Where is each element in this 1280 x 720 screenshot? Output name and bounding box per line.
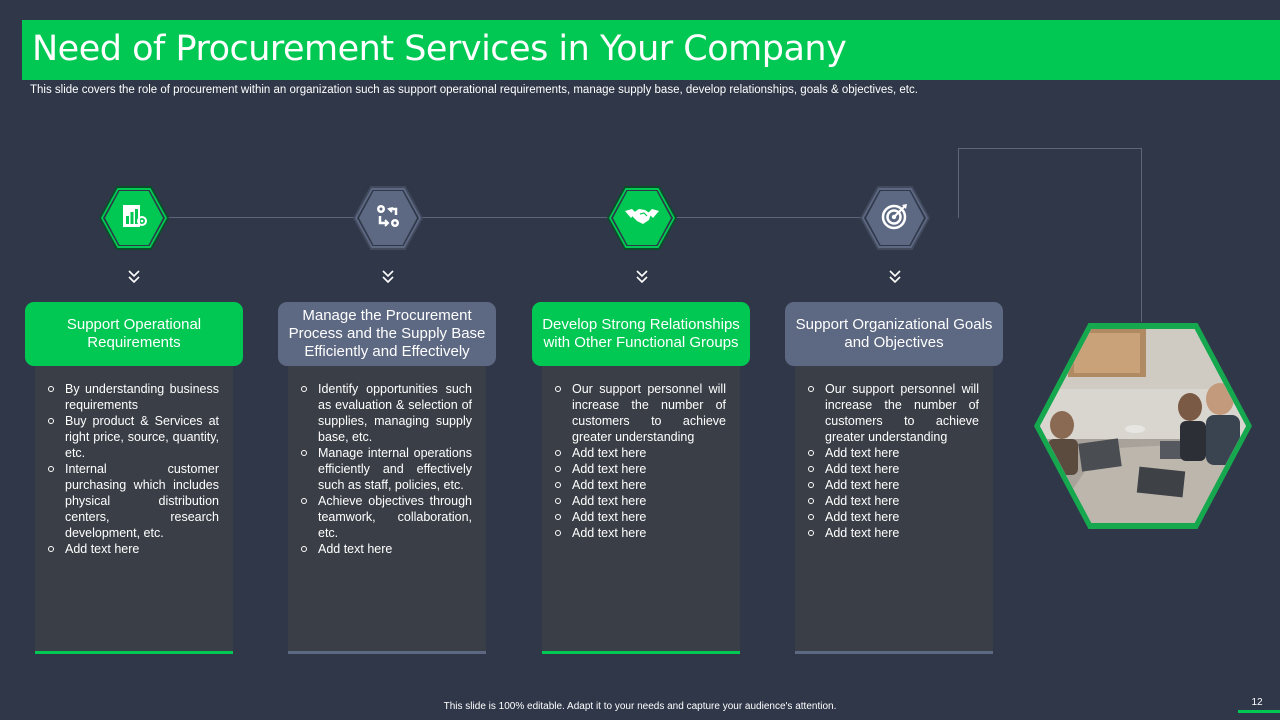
list-item: Add text here [807,509,979,525]
card-heading-1: Support Operational Requirements [25,302,243,366]
team-meeting-photo [1040,329,1246,523]
card-body-1: By understanding business requirements B… [35,366,233,654]
list-item: Add text here [807,477,979,493]
connector-line-riser [958,148,959,218]
connector-line-drop [1141,148,1142,322]
list-item: Add text here [554,461,726,477]
list-item: Add text here [807,493,979,509]
bullet-list: Identify opportunities such as evaluatio… [300,381,472,557]
bullet-list: Our support personnel will increase the … [554,381,726,541]
list-item: Identify opportunities such as evaluatio… [300,381,472,445]
page-number: 12 [1251,697,1263,708]
list-item: Add text here [300,541,472,557]
card-heading-2: Manage the Procurement Process and the S… [278,302,496,366]
chevron-down-icon [636,270,648,284]
list-item: Internal customer purchasing which inclu… [47,461,219,541]
bullet-list: By understanding business requirements B… [47,381,219,557]
process-arrows-gears-icon [373,201,403,236]
chevron-down-icon [128,270,140,284]
card-body-3: Our support personnel will increase the … [542,366,740,654]
list-item: Our support personnel will increase the … [554,381,726,445]
card-body-4: Our support personnel will increase the … [795,366,993,654]
connector-line [168,217,928,218]
list-item: Manage internal operations efficiently a… [300,445,472,493]
list-item: By understanding business requirements [47,381,219,413]
footer-note: This slide is 100% editable. Adapt it to… [443,701,837,712]
handshake-icon [624,204,660,233]
chevron-down-icon [382,270,394,284]
list-item: Our support personnel will increase the … [807,381,979,445]
title-bar: Need of Procurement Services in Your Com… [22,20,1280,80]
list-item: Add text here [554,525,726,541]
hex-icon-badge-3 [607,186,677,250]
list-item: Add text here [807,525,979,541]
list-item: Buy product & Services at right price, s… [47,413,219,461]
list-item: Add text here [807,461,979,477]
list-item: Add text here [554,477,726,493]
list-item: Add text here [807,445,979,461]
list-item: Add text here [554,493,726,509]
target-icon [880,201,910,236]
list-item: Add text here [554,509,726,525]
card-body-2: Identify opportunities such as evaluatio… [288,366,486,654]
connector-line-top [958,148,1142,149]
hex-icon-badge-1 [99,186,169,250]
hex-icon-badge-4 [860,186,930,250]
slide-subtitle: This slide covers the role of procuremen… [30,84,918,96]
slide-title: Need of Procurement Services in Your Com… [32,29,847,69]
page-number-underline [1238,710,1280,713]
list-item: Add text here [554,445,726,461]
card-heading-4: Support Organizational Goals and Objecti… [785,302,1003,366]
card-heading-3: Develop Strong Relationships with Other … [532,302,750,366]
chevron-down-icon [889,270,901,284]
bullet-list: Our support personnel will increase the … [807,381,979,541]
report-chart-icon [120,202,148,235]
list-item: Achieve objectives through teamwork, col… [300,493,472,541]
hex-icon-badge-2 [353,186,423,250]
list-item: Add text here [47,541,219,557]
